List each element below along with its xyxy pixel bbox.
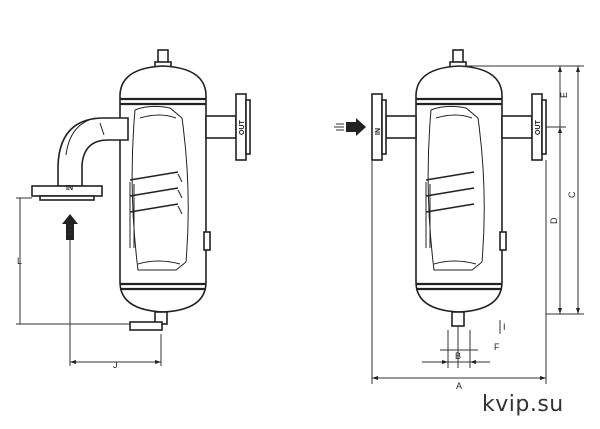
- right-in-label: IN: [375, 128, 382, 135]
- left-dimensions: [16, 197, 162, 366]
- dim-C-label: C: [567, 191, 577, 198]
- dim-I-label: I: [503, 322, 506, 332]
- left-separator: [31, 49, 251, 331]
- dim-A-label: A: [456, 381, 462, 391]
- dim-L-label: L: [17, 256, 22, 266]
- left-in-label: IN: [66, 185, 73, 192]
- right-arrow-icon: [334, 118, 366, 136]
- dim-E-label: E: [559, 92, 569, 98]
- right-vessel-body: [415, 65, 503, 313]
- left-inlet-elbow: [57, 117, 129, 187]
- dim-J-label: J: [113, 360, 118, 370]
- dim-B-label: B: [455, 351, 461, 361]
- left-out-label: OUT: [239, 120, 246, 136]
- right-out-label: OUT: [535, 120, 542, 136]
- up-arrow-icon: [62, 214, 78, 240]
- right-inlet-flange: [371, 93, 383, 161]
- left-vessel-body: [119, 65, 207, 313]
- right-separator: [371, 49, 547, 327]
- right-drain: [451, 311, 465, 327]
- right-dimensions: [371, 65, 584, 384]
- watermark: kvip.su: [482, 392, 564, 417]
- dim-F-label: F: [494, 342, 500, 352]
- dim-D-label: D: [549, 217, 559, 224]
